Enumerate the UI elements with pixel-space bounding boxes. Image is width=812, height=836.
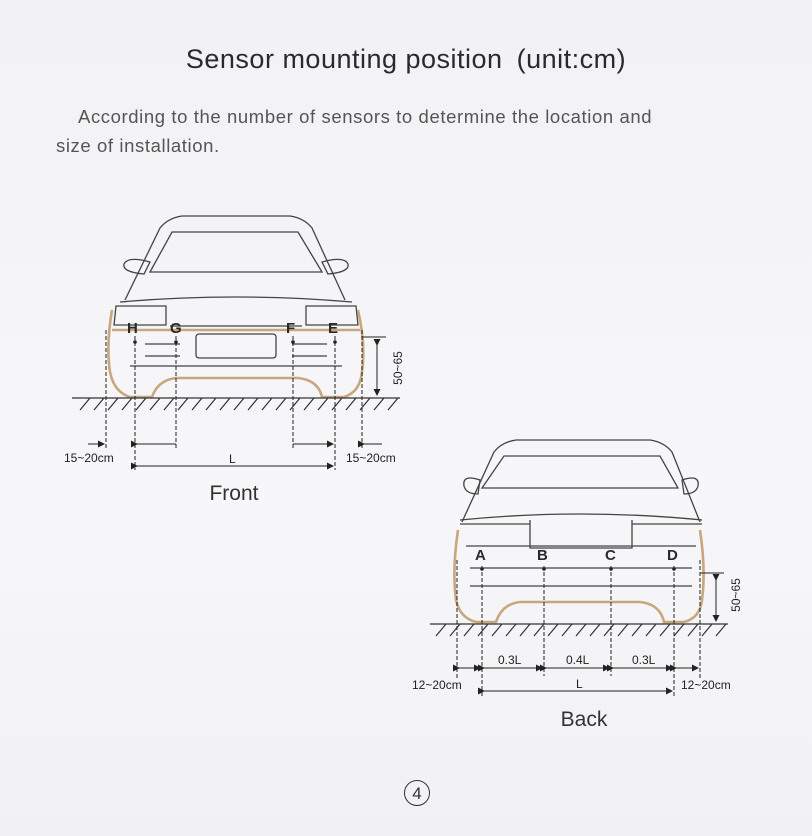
front-sensor-lines	[105, 330, 363, 470]
front-width-dimensions	[88, 440, 382, 470]
back-caption: Back	[561, 708, 608, 731]
back-label-a: A	[475, 547, 486, 564]
back-label-d: D	[667, 547, 678, 564]
front-label-e: E	[328, 320, 338, 337]
front-sensor-dots	[133, 340, 337, 344]
back-segment-1: 0.3L	[498, 653, 522, 667]
back-label-b: B	[537, 547, 548, 564]
intro-line-2: size of installation.	[56, 135, 220, 156]
front-height-dimension	[362, 336, 386, 396]
back-margin-left: 12~20cm	[412, 678, 462, 692]
back-sensor-lines	[456, 560, 701, 698]
back-margin-right: 12~20cm	[681, 678, 731, 692]
front-car-illustration	[113, 215, 359, 367]
back-sensor-dots	[480, 567, 676, 571]
back-segment-2: 0.4L	[566, 653, 590, 667]
intro-paragraph: According to the number of sensors to de…	[56, 102, 756, 160]
front-label-h: H	[127, 320, 138, 337]
front-bumper-outline	[107, 309, 365, 399]
title-text: Sensor mounting position	[185, 44, 503, 74]
front-ground	[72, 397, 400, 411]
back-bumper-outline	[453, 529, 705, 624]
back-height-dimension	[700, 572, 724, 622]
page-title: Sensor mounting position (unit:cm)	[0, 44, 812, 75]
page-number: 4	[404, 780, 430, 806]
title-unit: (unit:cm)	[516, 44, 627, 74]
back-span-label: L	[576, 677, 583, 691]
front-height-label: 50~65	[391, 351, 405, 385]
front-label-f: F	[286, 320, 295, 337]
back-width-dimensions	[453, 664, 699, 695]
back-height-label: 50~65	[729, 578, 743, 612]
back-label-c: C	[605, 547, 616, 564]
front-margin-left: 15~20cm	[64, 451, 114, 465]
front-span-label: L	[229, 452, 236, 466]
back-segment-3: 0.3L	[632, 653, 656, 667]
back-car-illustration	[459, 439, 703, 587]
back-ground	[430, 623, 728, 637]
front-caption: Front	[209, 482, 258, 505]
intro-line-1: According to the number of sensors to de…	[78, 106, 653, 127]
front-label-g: G	[170, 320, 182, 337]
front-margin-right: 15~20cm	[346, 451, 396, 465]
